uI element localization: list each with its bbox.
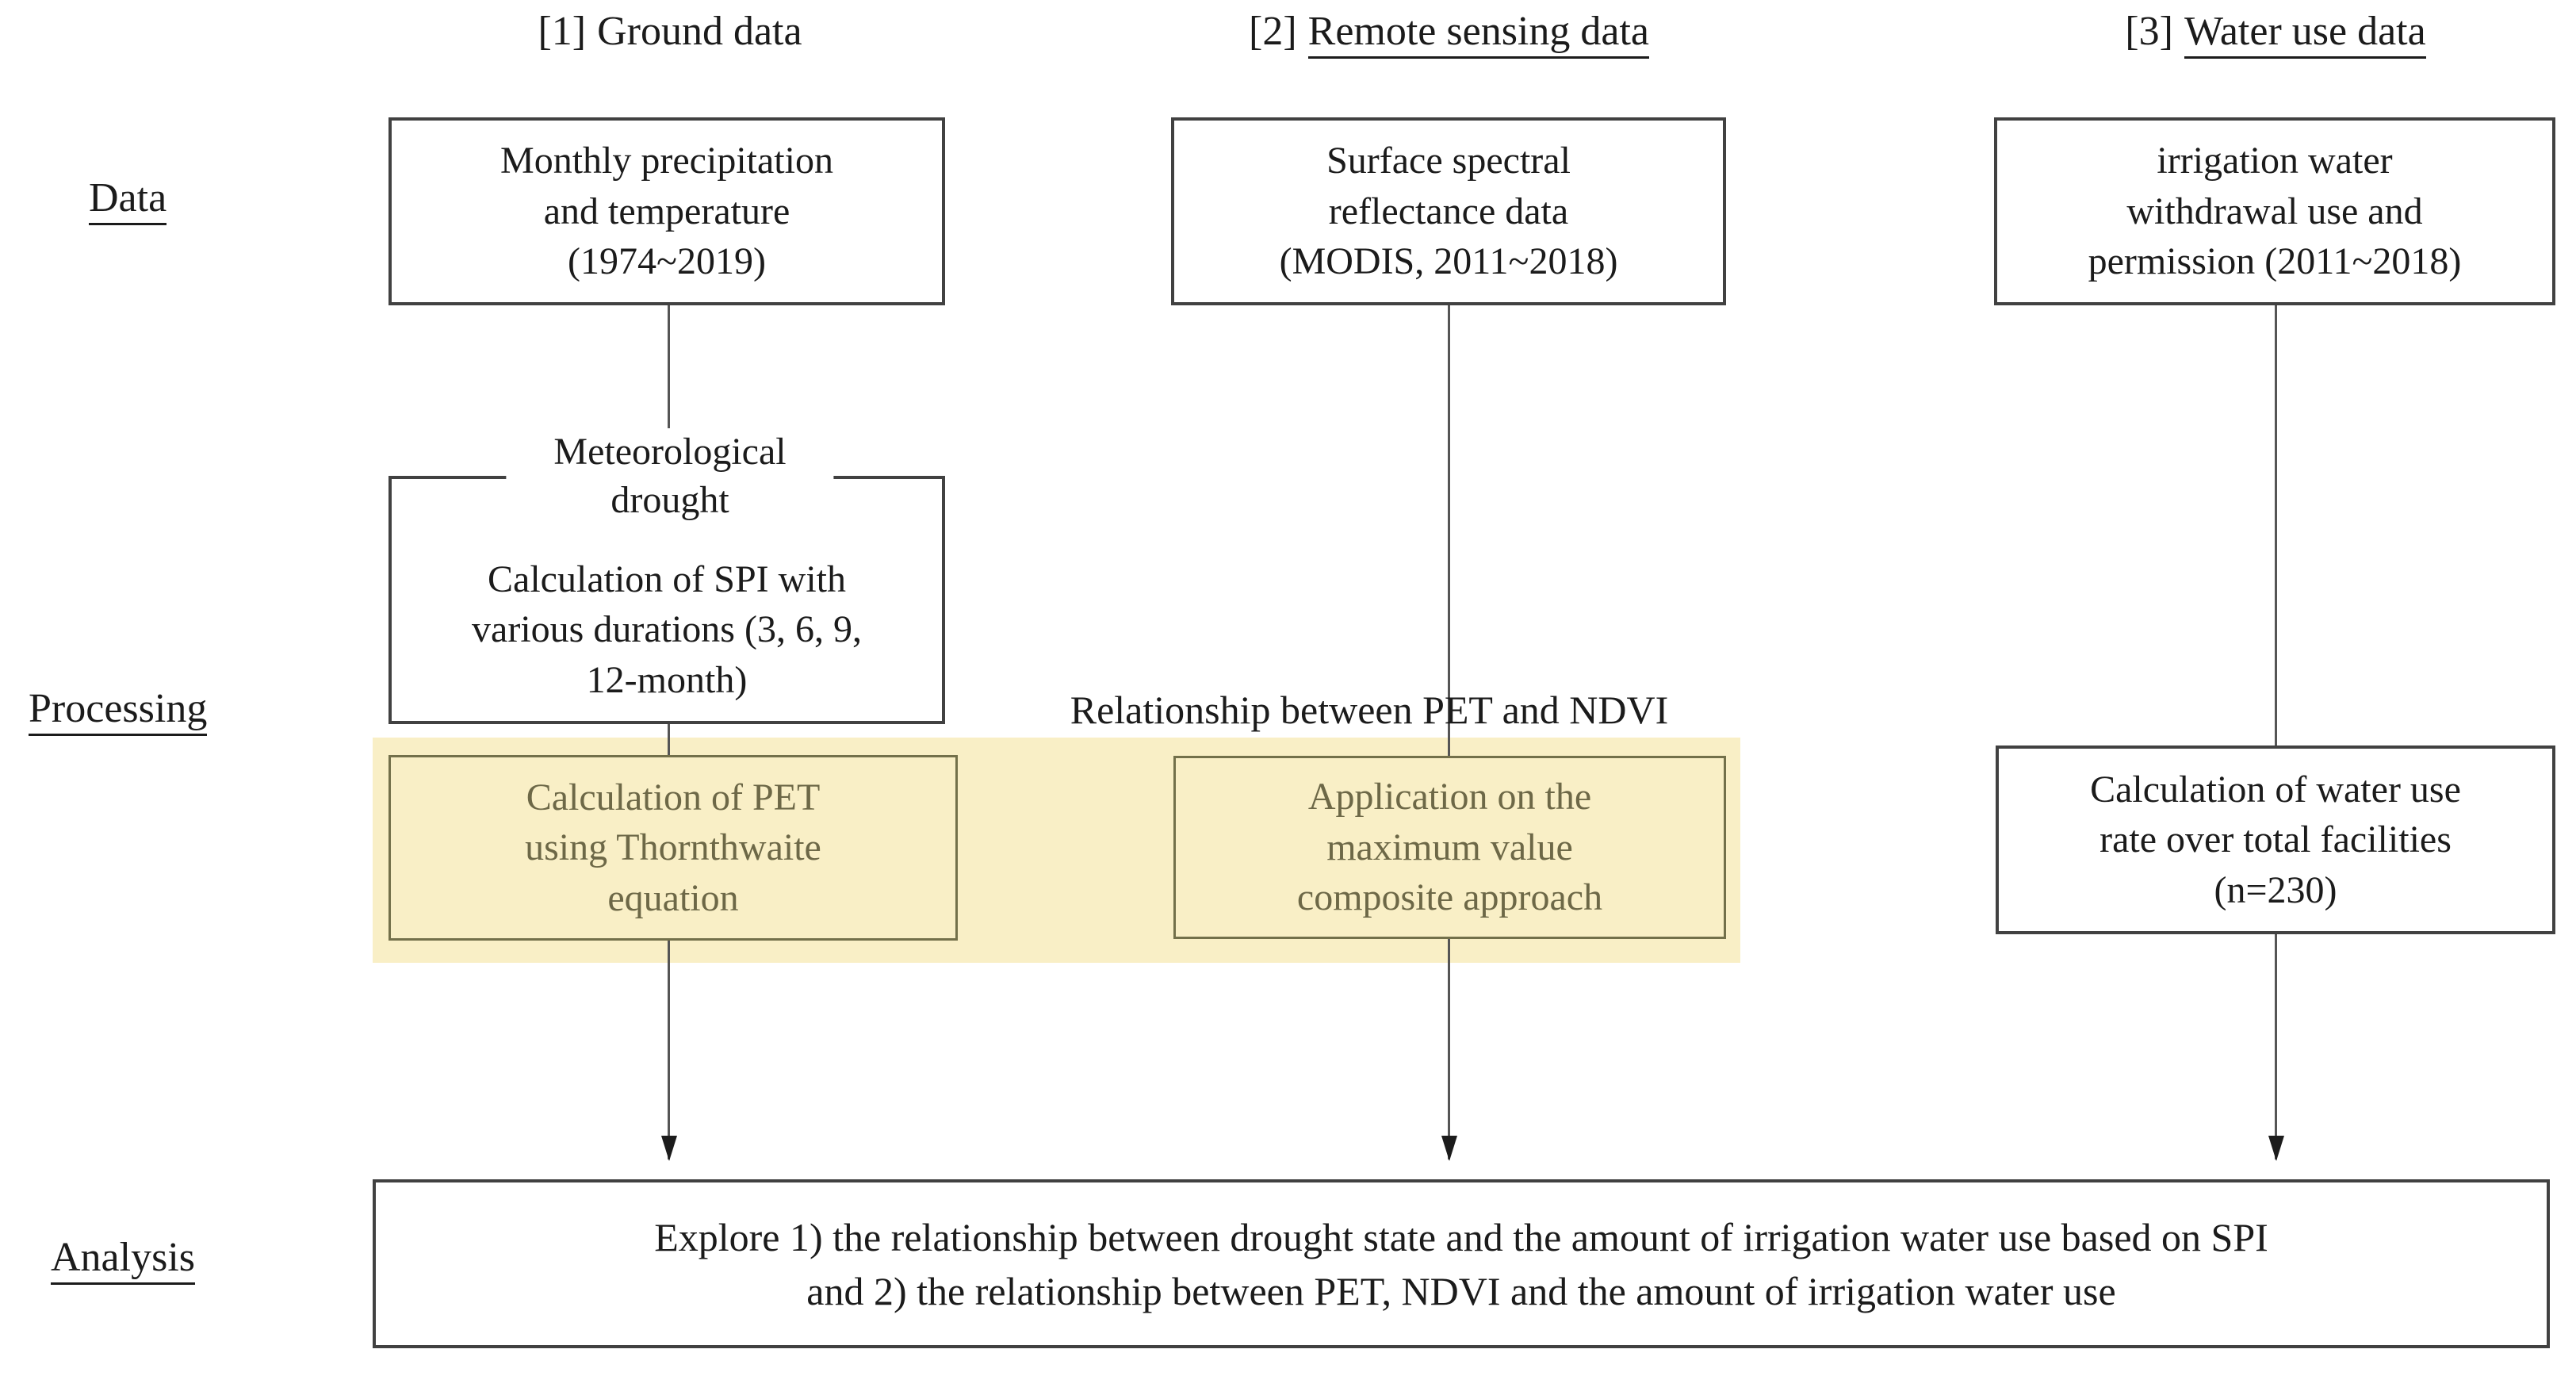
- row-label-text: Analysis: [51, 1234, 195, 1285]
- connector-line: [668, 941, 670, 1159]
- column-number: [3]: [2125, 9, 2173, 54]
- column-number: [2]: [1249, 9, 1297, 54]
- connector-line: [668, 305, 670, 485]
- connector-line: [2275, 305, 2277, 745]
- box-text: irrigation water withdrawal use and perm…: [2088, 140, 2462, 283]
- row-label-analysis: Analysis: [51, 1234, 195, 1285]
- box-text: Surface spectral reflectance data (MODIS…: [1279, 140, 1618, 283]
- box-surface-reflectance: Surface spectral reflectance data (MODIS…: [1171, 117, 1726, 305]
- box-text: Calculation of PET using Thornthwaite eq…: [525, 776, 821, 919]
- column-header-remote-sensing-data: [2]Remote sensing data: [1154, 8, 1744, 59]
- column-header-label: Remote sensing data: [1307, 8, 1649, 59]
- box-pet-thornthwaite: Calculation of PET using Thornthwaite eq…: [389, 755, 958, 941]
- box-text: Calculation of SPI with various duration…: [472, 558, 862, 701]
- box-water-use-rate: Calculation of water use rate over total…: [1996, 745, 2555, 934]
- box-monthly-precipitation: Monthly precipitation and temperature (1…: [389, 117, 945, 305]
- arrow-down-icon: [661, 1136, 677, 1161]
- box-analysis: Explore 1) the relationship between drou…: [373, 1179, 2550, 1348]
- row-label-processing: Processing: [29, 685, 208, 736]
- box-meteorological-drought-title: Meteorological drought: [506, 428, 834, 525]
- arrow-down-icon: [1441, 1136, 1457, 1161]
- column-number: [1]: [538, 9, 587, 54]
- connector-line: [1448, 939, 1450, 1159]
- row-label-text: Processing: [29, 685, 208, 736]
- box-text: Monthly precipitation and temperature (1…: [500, 140, 833, 283]
- pet-ndvi-relationship-label: Relationship between PET and NDVI: [1070, 688, 1669, 732]
- connector-line: [2275, 934, 2277, 1159]
- column-header-label: Water use data: [2184, 8, 2426, 59]
- connector-line: [1448, 305, 1450, 757]
- box-spi-calculation: Calculation of SPI with various duration…: [389, 476, 945, 724]
- arrow-down-icon: [2268, 1136, 2284, 1161]
- box-irrigation-withdrawal: irrigation water withdrawal use and perm…: [1994, 117, 2555, 305]
- box-text: Application on the maximum value composi…: [1296, 776, 1603, 919]
- box-mvc-approach: Application on the maximum value composi…: [1173, 756, 1726, 939]
- row-label-data: Data: [89, 174, 167, 225]
- column-header-ground-data: [1]Ground data: [392, 8, 947, 55]
- column-header-label: Ground data: [597, 9, 802, 54]
- box-text: Explore 1) the relationship between drou…: [654, 1214, 2268, 1313]
- box-text: Calculation of water use rate over total…: [2090, 768, 2461, 911]
- column-header-water-use-data: [3]Water use data: [1994, 8, 2557, 59]
- connector-line: [668, 724, 670, 755]
- row-label-text: Data: [89, 174, 167, 225]
